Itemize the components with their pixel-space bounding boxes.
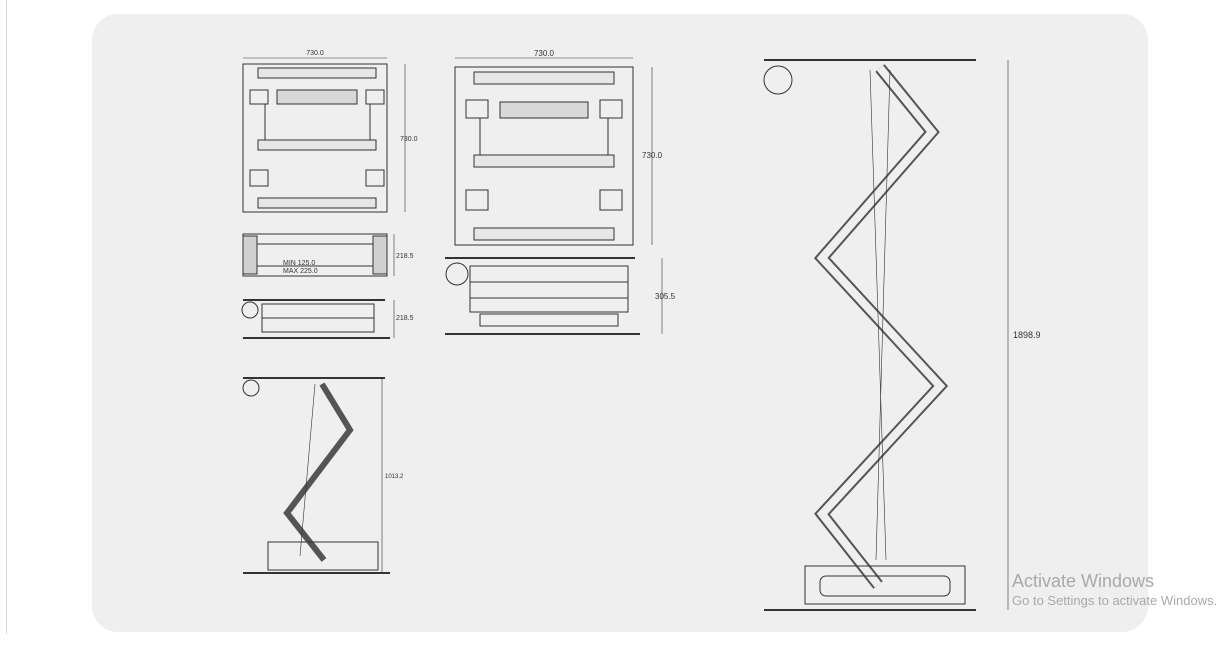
- dim-front-height: 218.5: [396, 253, 414, 260]
- dim-side-small-height: 218.5: [396, 315, 414, 322]
- dim-top-large-height: 730.0: [642, 151, 663, 160]
- top-view-large: [454, 57, 653, 246]
- side-closed-small: [241, 299, 395, 339]
- drawing-panel: [92, 14, 1148, 632]
- watermark-subtitle: Go to Settings to activate Windows.: [1012, 593, 1218, 608]
- extended-small: [242, 377, 390, 574]
- dim-side-large-height: 305.5: [655, 292, 676, 301]
- dim-extended-small-height: 1013.2: [385, 474, 404, 480]
- dim-max-label: MAX 225.0: [283, 268, 318, 275]
- extended-large: [763, 59, 1009, 611]
- dim-min-label: MIN 125.0: [283, 260, 315, 267]
- side-closed-large: [445, 257, 663, 335]
- dim-top-large-width: 730.0: [534, 49, 555, 58]
- front-section-small: [242, 233, 395, 277]
- left-edge-rule: [6, 0, 7, 634]
- dim-top-small-width: 730.0: [306, 50, 324, 57]
- windows-activation-watermark: Activate Windows Go to Settings to activ…: [1012, 570, 1217, 610]
- watermark-title: Activate Windows: [1012, 571, 1155, 591]
- dim-extended-large-height: 1898.9: [1013, 330, 1041, 340]
- top-view-small: [242, 57, 406, 213]
- dim-top-small-height: 730.0: [400, 136, 418, 143]
